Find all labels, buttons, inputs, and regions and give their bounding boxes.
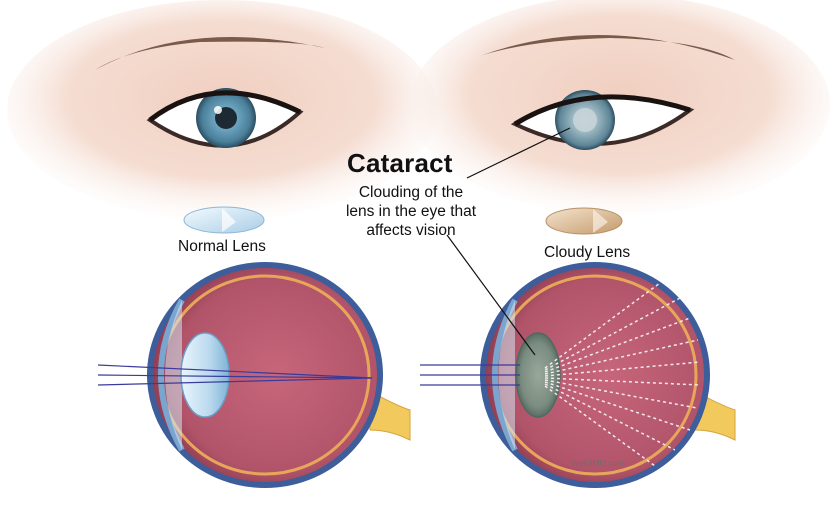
normal-lens-label: Normal Lens: [178, 238, 266, 256]
cataract-description: Clouding of the lens in the eye that aff…: [343, 183, 479, 240]
cloudy-lens-icon: [546, 208, 622, 234]
cloudy-lens-label: Cloudy Lens: [544, 244, 630, 262]
normal-lens-icon: [184, 207, 264, 233]
watermark: web3MD.com: [572, 458, 624, 468]
cataract-eye-cross-section: [420, 265, 735, 485]
cataract-title: Cataract: [347, 148, 453, 179]
normal-eye-cross-section: [98, 265, 410, 485]
